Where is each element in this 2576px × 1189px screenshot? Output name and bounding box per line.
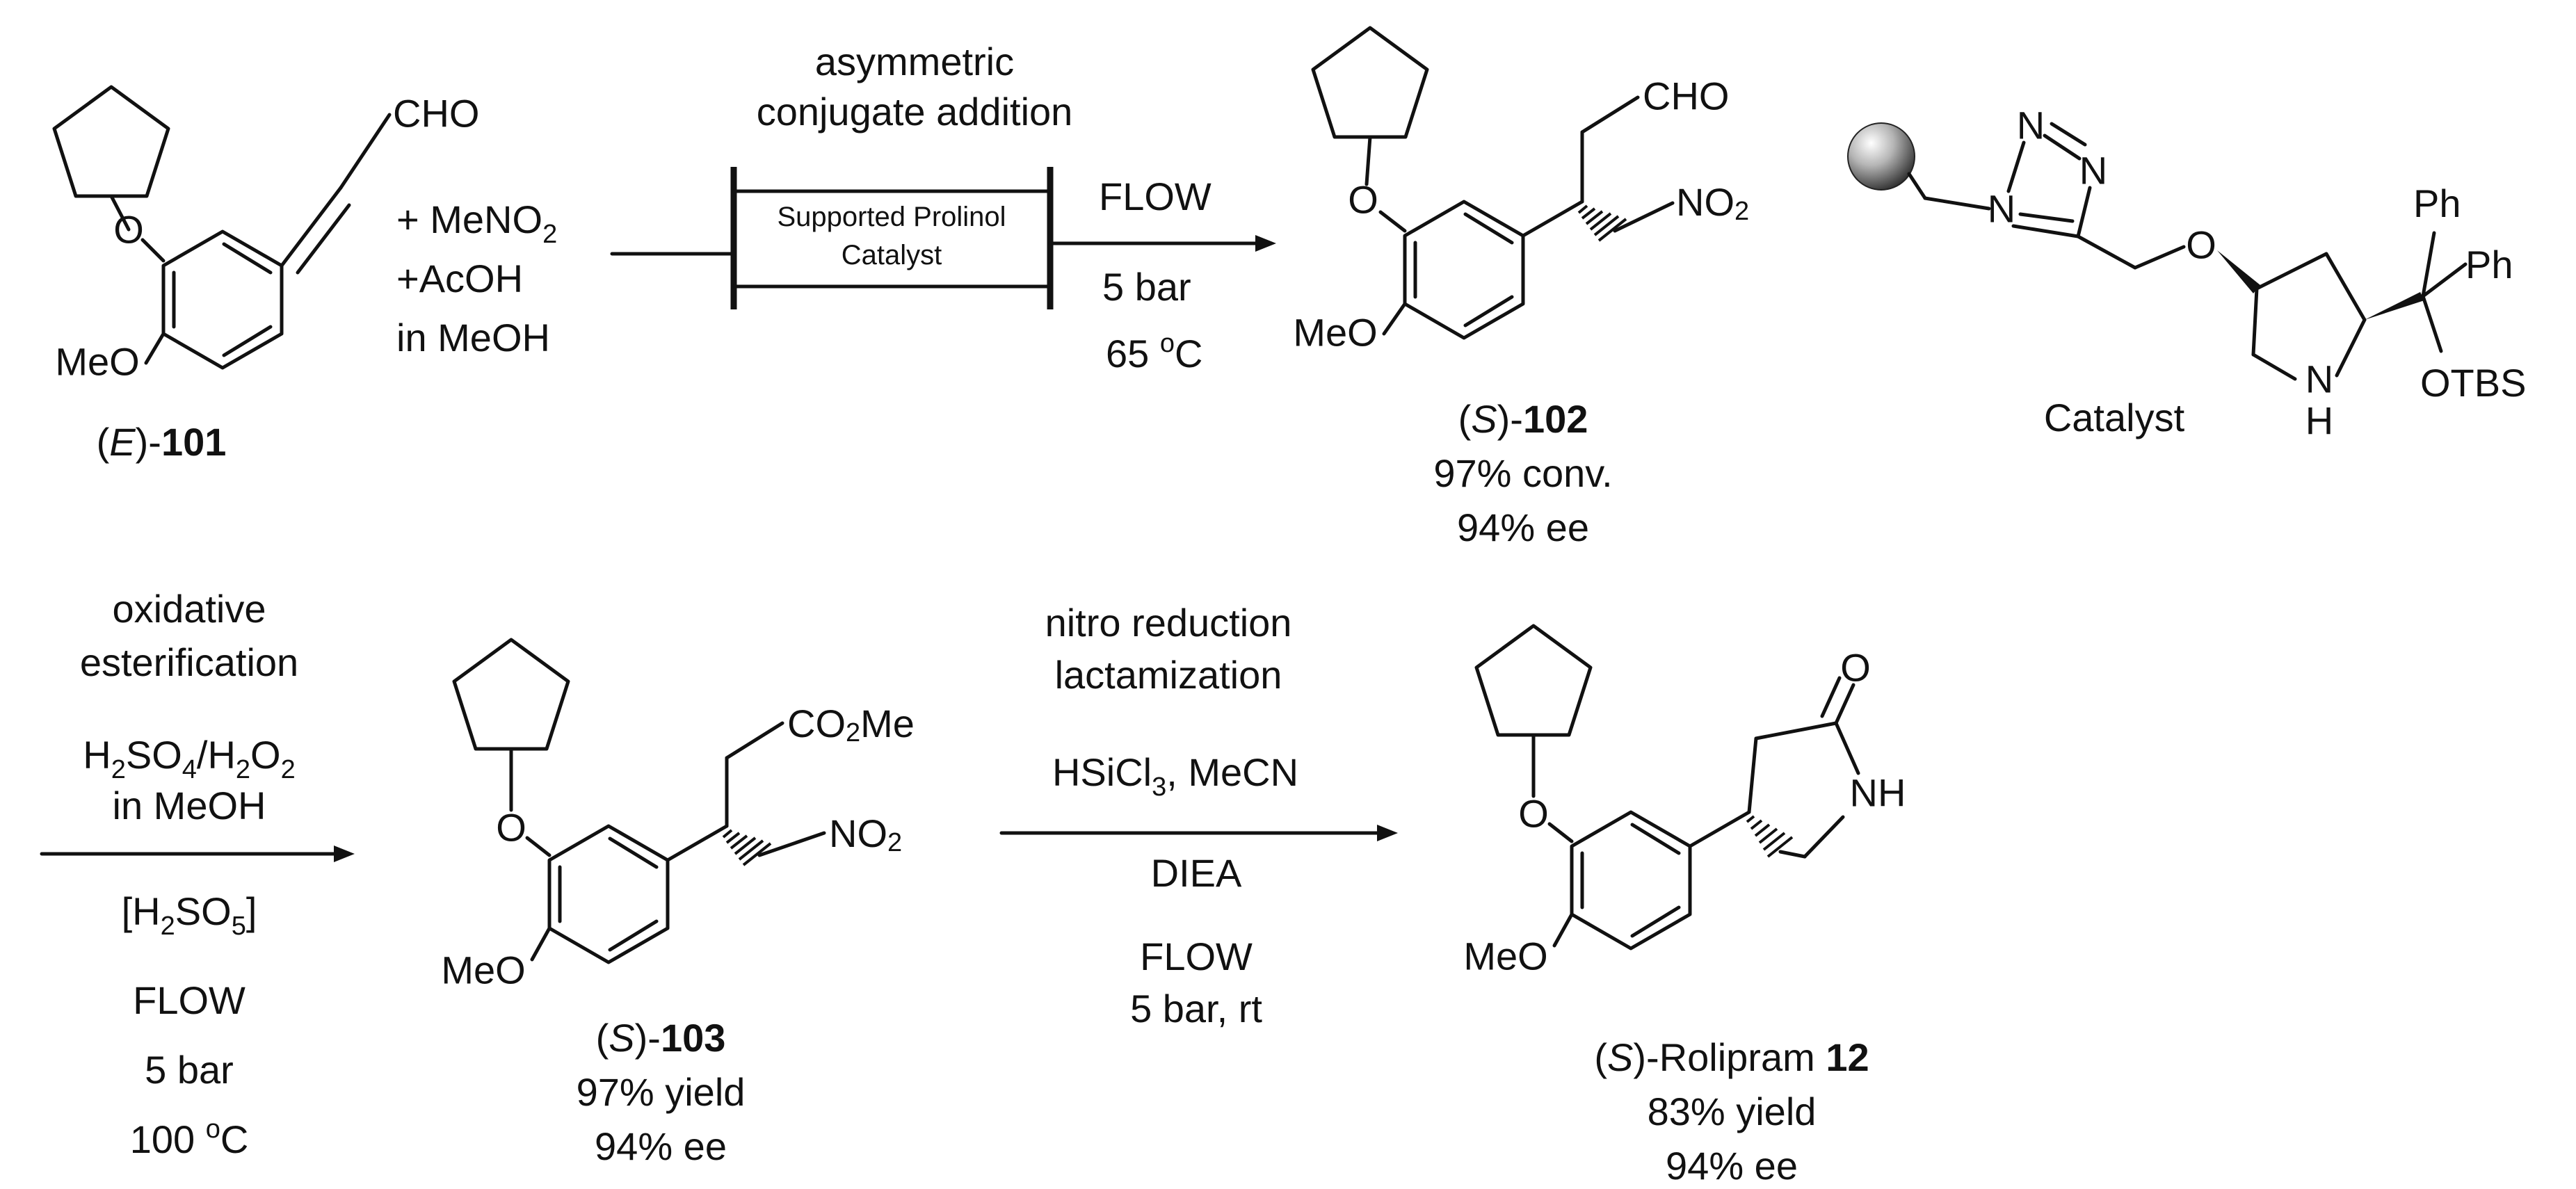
step1-condition-line1: asymmetric [815,40,1014,83]
compound-103-yield: 97% yield [577,1070,746,1114]
step3-condition-line1: nitro reduction [1045,601,1292,645]
phenyl-2: Ph [2465,243,2513,286]
flow-column: Supported Prolinol Catalyst [610,167,1276,309]
methoxy-label: MeO [1463,935,1547,978]
catalyst-label: Catalyst [2044,396,2185,439]
catalyst-structure: N N N O N H Ph Ph OTBS [1847,104,2526,443]
stereo-hash-wedge [1577,204,1627,242]
ether-oxygen: O [496,806,526,850]
step1-temperature: 65 oC [1106,329,1202,375]
aldehyde-label: CHO [1643,74,1729,118]
benzene-ring [547,824,670,964]
step2-pressure: 5 bar [145,1048,234,1092]
compound-103-label: (S)-103 [596,1016,726,1060]
compound-101-label: (E)-101 [97,420,227,464]
triazole-n1: N [1988,187,2015,231]
vinyl-bond [280,186,343,268]
cyclopentyl-ring [1311,26,1429,139]
methoxy-label: MeO [1293,311,1377,355]
benzene-ring [1570,810,1692,951]
step3-reagent: HSiCl3, MeCN [1052,750,1298,802]
cyclopentyl-ring [1474,624,1593,737]
rolipram-yield: 83% yield [1648,1090,1817,1133]
triazole-n3: N [2079,149,2107,193]
step3-pressure: 5 bar, rt [1130,987,1262,1030]
step3-base: DIEA [1151,851,1242,895]
pyrrolidine-n: N [2305,357,2333,401]
compound-103-ee: 94% ee [595,1124,727,1168]
step2-condition-line1: oxidative [112,587,266,631]
step2-condition-line2: esterification [80,640,298,684]
nitro-label: NO2 [829,811,902,858]
bond [144,332,166,365]
reagent-nitromethane: + MeNO2 [396,197,557,249]
cyclopentyl-ring [52,85,170,198]
aldehyde-label: CHO [393,92,479,136]
column-label-line2: Catalyst [842,240,942,270]
step2-oxidant: [H2SO5] [122,889,257,941]
bond [109,194,131,232]
lactam-nh: NH [1850,771,1906,815]
bond [339,113,392,190]
reagent-solvent: in MeOH [396,316,550,359]
reagent-acetic-acid: +AcOH [396,257,523,300]
benzene-ring [161,229,284,370]
ether-oxygen: O [113,208,144,252]
rolipram-ee: 94% ee [1666,1144,1798,1188]
compound-102-conversion: 97% conv. [1433,451,1612,495]
polymer-bead [1847,122,1915,191]
step2-temperature: 100 oC [130,1115,249,1161]
step2-flow: FLOW [133,978,245,1022]
step1-condition-line2: conjugate addition [757,90,1073,134]
methoxy-label: MeO [55,340,139,384]
ether-oxygen: O [1348,178,1378,222]
compound-102-ee: 94% ee [1457,505,1589,549]
step2-solvent: in MeOH [113,784,266,827]
step2-reagent: H2SO4/H2O2 [83,733,296,784]
methoxy-label: MeO [441,948,525,992]
benzene-ring [1403,200,1525,340]
compound-103-structure: O MeO CO2Me NO2 [441,638,915,992]
pyrrolidine-h: H [2305,399,2333,443]
ether-oxygen: O [1518,792,1549,836]
carbonyl-oxygen: O [1840,646,1871,690]
nitro-label: NO2 [1676,180,1749,227]
stereo-bold-wedge [2365,292,2424,320]
cyclopentyl-ring [452,638,570,751]
ether-oxygen: O [2186,223,2216,267]
column-label-line1: Supported Prolinol [777,202,1006,232]
stereo-hash-wedge [722,829,772,866]
stereo-bold-wedge [2217,250,2260,293]
triazole-n2: N [2017,104,2045,147]
otbs-label: OTBS [2420,361,2526,405]
step3-condition-line2: lactamization [1055,653,1282,697]
compound-101-structure: O MeO CHO [52,85,479,384]
compound-102-structure: O MeO CHO NO2 [1293,26,1749,355]
bond [140,238,166,263]
step1-pressure: 5 bar [1102,265,1191,309]
stereo-hash-wedge [1746,815,1794,858]
step1-flow: FLOW [1099,175,1211,218]
step3-flow: FLOW [1140,935,1253,978]
compound-102-label: (S)-102 [1458,397,1588,441]
ester-label: CO2Me [787,702,915,748]
phenyl-1: Ph [2413,181,2461,225]
rolipram-label: (S)-Rolipram 12 [1594,1035,1869,1079]
rolipram-structure: O MeO O NH [1463,624,1906,978]
